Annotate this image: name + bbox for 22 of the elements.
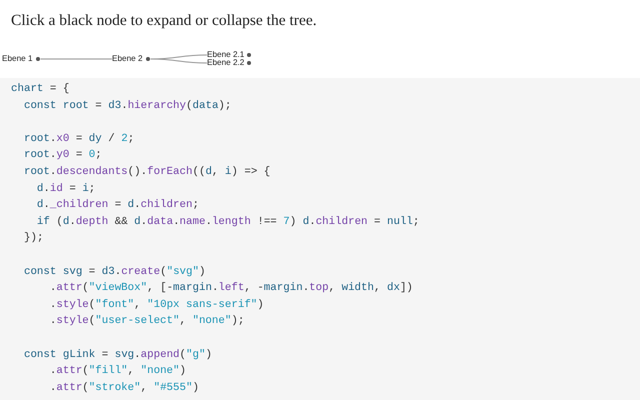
tree-node-label: Ebene 2.2	[207, 58, 244, 68]
tree-node-label: Ebene 2	[112, 54, 143, 64]
code-line: root.x0 = dy / 2;	[22, 132, 134, 147]
code-line: const svg = d3.create("svg")	[22, 264, 206, 280]
code-line: .attr("stroke", "#555")	[48, 380, 199, 396]
code-line: chart = {	[11, 82, 70, 97]
code-line: const root = d3.hierarchy(data);	[22, 98, 232, 114]
tree-node-label: Ebene 1	[2, 54, 33, 64]
code-line: .style("user-select", "none");	[48, 314, 244, 330]
code-line: root.y0 = 0;	[22, 148, 102, 164]
code-line: .attr("fill", "none")	[48, 364, 186, 380]
code-line: d.id = i;	[36, 182, 96, 197]
tree-link	[150, 58, 208, 64]
instruction-text: Click a black node to expand or collapse the tree.	[11, 12, 317, 30]
code-line: .attr("viewBox", [-margin.left, -margin.top, width, dx])	[48, 281, 413, 296]
code-line: });	[22, 231, 44, 246]
code-line: if (d.depth && d.data.name.length !== 7) d.children = null;	[36, 214, 420, 230]
code-line: root.descendants().forEach((d, i) => {	[22, 165, 270, 180]
code-line: d._children = d.children;	[36, 198, 199, 214]
code-line: const gLink = svg.append("g")	[22, 348, 212, 363]
tree-link	[40, 58, 112, 60]
code-line: .style("font", "10px sans-serif")	[48, 298, 264, 313]
